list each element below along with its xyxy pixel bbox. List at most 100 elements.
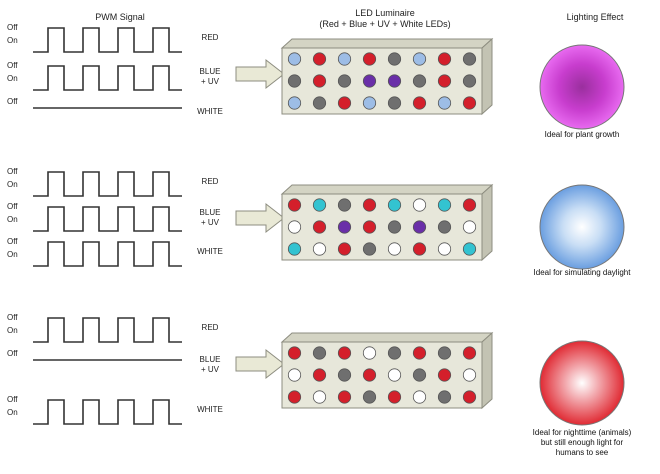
led-white: [312, 242, 327, 256]
level-label-on: On: [7, 326, 18, 335]
channel-label: BLUE + UV: [199, 208, 221, 227]
led-red: [437, 52, 452, 66]
led-luminaire-title: LED Luminaire: [355, 8, 415, 18]
led-red: [462, 96, 477, 110]
led-panel: [281, 193, 483, 261]
level-label-off: Off: [7, 202, 18, 211]
led-gray: [362, 242, 377, 256]
led-red: [387, 390, 402, 404]
channel-label: BLUE + UV: [199, 67, 221, 86]
level-label-off: Off: [7, 167, 18, 176]
led-purple: [412, 220, 427, 234]
led-gray: [387, 96, 402, 110]
led-red: [337, 96, 352, 110]
level-label-off: Off: [7, 349, 18, 358]
level-label-off: Off: [7, 237, 18, 246]
led-gray: [387, 220, 402, 234]
led-panel-side: [481, 183, 493, 262]
led-lightblue: [362, 96, 377, 110]
led-red: [437, 368, 452, 382]
led-gray: [387, 52, 402, 66]
led-red: [312, 220, 327, 234]
led-lightblue: [287, 52, 302, 66]
pwm-waveform-0-0: [33, 27, 182, 53]
flow-arrow: [235, 348, 285, 380]
pwm-waveform-2-0: [33, 317, 182, 343]
led-gray: [337, 368, 352, 382]
led-red: [337, 346, 352, 360]
led-white: [387, 242, 402, 256]
flow-arrow: [235, 58, 285, 90]
led-cyan: [437, 198, 452, 212]
led-lightblue: [337, 52, 352, 66]
led-red: [312, 74, 327, 88]
flow-arrow: [235, 202, 285, 234]
effect-caption: Ideal for simulating daylight: [533, 268, 631, 277]
led-gray: [387, 346, 402, 360]
channel-label: WHITE: [197, 405, 223, 414]
led-luminaire-header: LED Luminaire (Red + Blue + UV + White L…: [300, 8, 470, 30]
led-red: [437, 74, 452, 88]
led-panel: [281, 47, 483, 115]
led-white: [362, 346, 377, 360]
led-red: [462, 198, 477, 212]
led-purple: [337, 220, 352, 234]
led-red: [462, 390, 477, 404]
lighting-effect-red: [539, 340, 625, 426]
led-cyan: [462, 242, 477, 256]
led-red: [362, 368, 377, 382]
level-label-on: On: [7, 250, 18, 259]
led-red: [412, 242, 427, 256]
channel-label: RED: [201, 177, 219, 186]
led-gray: [412, 368, 427, 382]
led-red: [312, 52, 327, 66]
channel-label: WHITE: [197, 107, 223, 116]
channel-label: RED: [201, 33, 219, 42]
led-gray: [362, 390, 377, 404]
level-label-on: On: [7, 408, 18, 417]
level-label-off: Off: [7, 97, 18, 106]
lighting-effect-magenta: [539, 44, 625, 130]
led-red: [287, 198, 302, 212]
lighting-effect-header: Lighting Effect: [566, 12, 624, 22]
led-purple: [362, 74, 377, 88]
led-white: [287, 220, 302, 234]
level-label-on: On: [7, 36, 18, 45]
led-gray: [437, 346, 452, 360]
led-white: [462, 220, 477, 234]
channel-label: BLUE + UV: [199, 355, 221, 374]
led-red: [337, 242, 352, 256]
pwm-waveform-1-2: [33, 241, 182, 267]
led-gray: [437, 390, 452, 404]
led-red: [412, 346, 427, 360]
led-gray: [312, 96, 327, 110]
led-luminaire-subtitle: (Red + Blue + UV + White LEDs): [319, 19, 451, 29]
level-label-off: Off: [7, 23, 18, 32]
led-panel-side: [481, 37, 493, 116]
led-gray: [412, 74, 427, 88]
led-white: [412, 198, 427, 212]
led-lightblue: [287, 96, 302, 110]
led-red: [362, 220, 377, 234]
led-purple: [387, 74, 402, 88]
led-red: [462, 346, 477, 360]
channel-label: RED: [201, 323, 219, 332]
led-red: [362, 198, 377, 212]
lighting-effect-blue: [539, 184, 625, 270]
level-label-off: Off: [7, 313, 18, 322]
led-white: [412, 390, 427, 404]
led-white: [287, 368, 302, 382]
led-white: [387, 368, 402, 382]
led-white: [462, 368, 477, 382]
pwm-waveform-2-2: [33, 399, 182, 425]
led-lightblue: [437, 96, 452, 110]
pwm-waveform-1-1: [33, 206, 182, 232]
led-red: [362, 52, 377, 66]
led-panel-top: [280, 38, 494, 49]
led-red: [412, 96, 427, 110]
led-panel-top: [280, 332, 494, 343]
led-white: [437, 242, 452, 256]
led-panel-top: [280, 184, 494, 195]
led-gray: [312, 346, 327, 360]
